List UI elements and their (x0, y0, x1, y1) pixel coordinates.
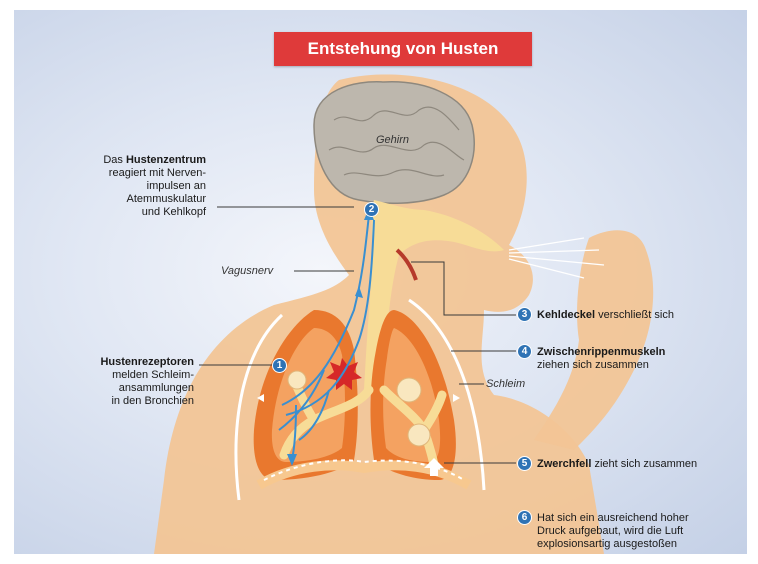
badge-1: 1 (272, 358, 287, 373)
callout-3-bold: Kehldeckel (537, 309, 595, 321)
badge-3: 3 (517, 307, 532, 322)
callout-2-line-1: reagiert mit Nerven- (109, 167, 206, 179)
callout-6-line-1: Hat sich ein ausreichend hoher (537, 512, 689, 524)
callout-6-line-3: explosionsartig ausgestoßen (537, 538, 677, 550)
callout-2-bold: Hustenzentrum (126, 154, 206, 166)
callout-4-bold: Zwischenrippenmuskeln (537, 346, 665, 358)
callout-1-text: Hustenrezeptoren melden Schleim- ansamml… (26, 356, 194, 408)
callout-2-line-2: impulsen an (147, 180, 206, 192)
callout-3-rest: verschließt sich (595, 309, 674, 321)
callout-1-line-3: in den Bronchien (111, 395, 194, 407)
callout-2-text: Das Hustenzentrum reagiert mit Nerven- i… (26, 154, 206, 219)
callout-2-prefix: Das (103, 154, 126, 166)
badge-4: 4 (517, 344, 532, 359)
badge-2: 2 (364, 202, 379, 217)
callout-2-line-4: und Kehlkopf (142, 206, 206, 218)
callout-1-bold: Hustenrezeptoren (100, 356, 194, 368)
hand-silhouette (534, 230, 653, 450)
badge-5: 5 (517, 456, 532, 471)
badge-6: 6 (517, 510, 532, 525)
callout-2-line-3: Atemmuskulatur (127, 193, 206, 205)
callout-4-text: Zwischenrippenmuskeln ziehen sich zusamm… (537, 346, 665, 372)
label-vagus: Vagusnerv (221, 265, 273, 278)
callout-1-line-2: ansammlungen (119, 382, 194, 394)
callout-6-line-2: Druck aufgebaut, wird die Luft (537, 525, 683, 537)
label-brain: Gehirn (376, 134, 409, 147)
callout-5-text: Zwerchfell zieht sich zusammen (537, 458, 697, 471)
callout-5-rest: zieht sich zusammen (591, 458, 697, 470)
diagram-frame: Entstehung von Husten Gehirn Vagusnerv S… (14, 10, 747, 554)
callout-1-line-1: melden Schleim- (112, 369, 194, 381)
diagram-title: Entstehung von Husten (274, 32, 532, 66)
callout-5-bold: Zwerchfell (537, 458, 591, 470)
label-mucus: Schleim (486, 378, 525, 391)
callout-4-line-1: ziehen sich zusammen (537, 359, 649, 371)
callout-6-text: Hat sich ein ausreichend hoher Druck auf… (537, 512, 689, 551)
callout-3-text: Kehldeckel verschließt sich (537, 309, 674, 322)
anatomy-illustration (14, 10, 747, 554)
